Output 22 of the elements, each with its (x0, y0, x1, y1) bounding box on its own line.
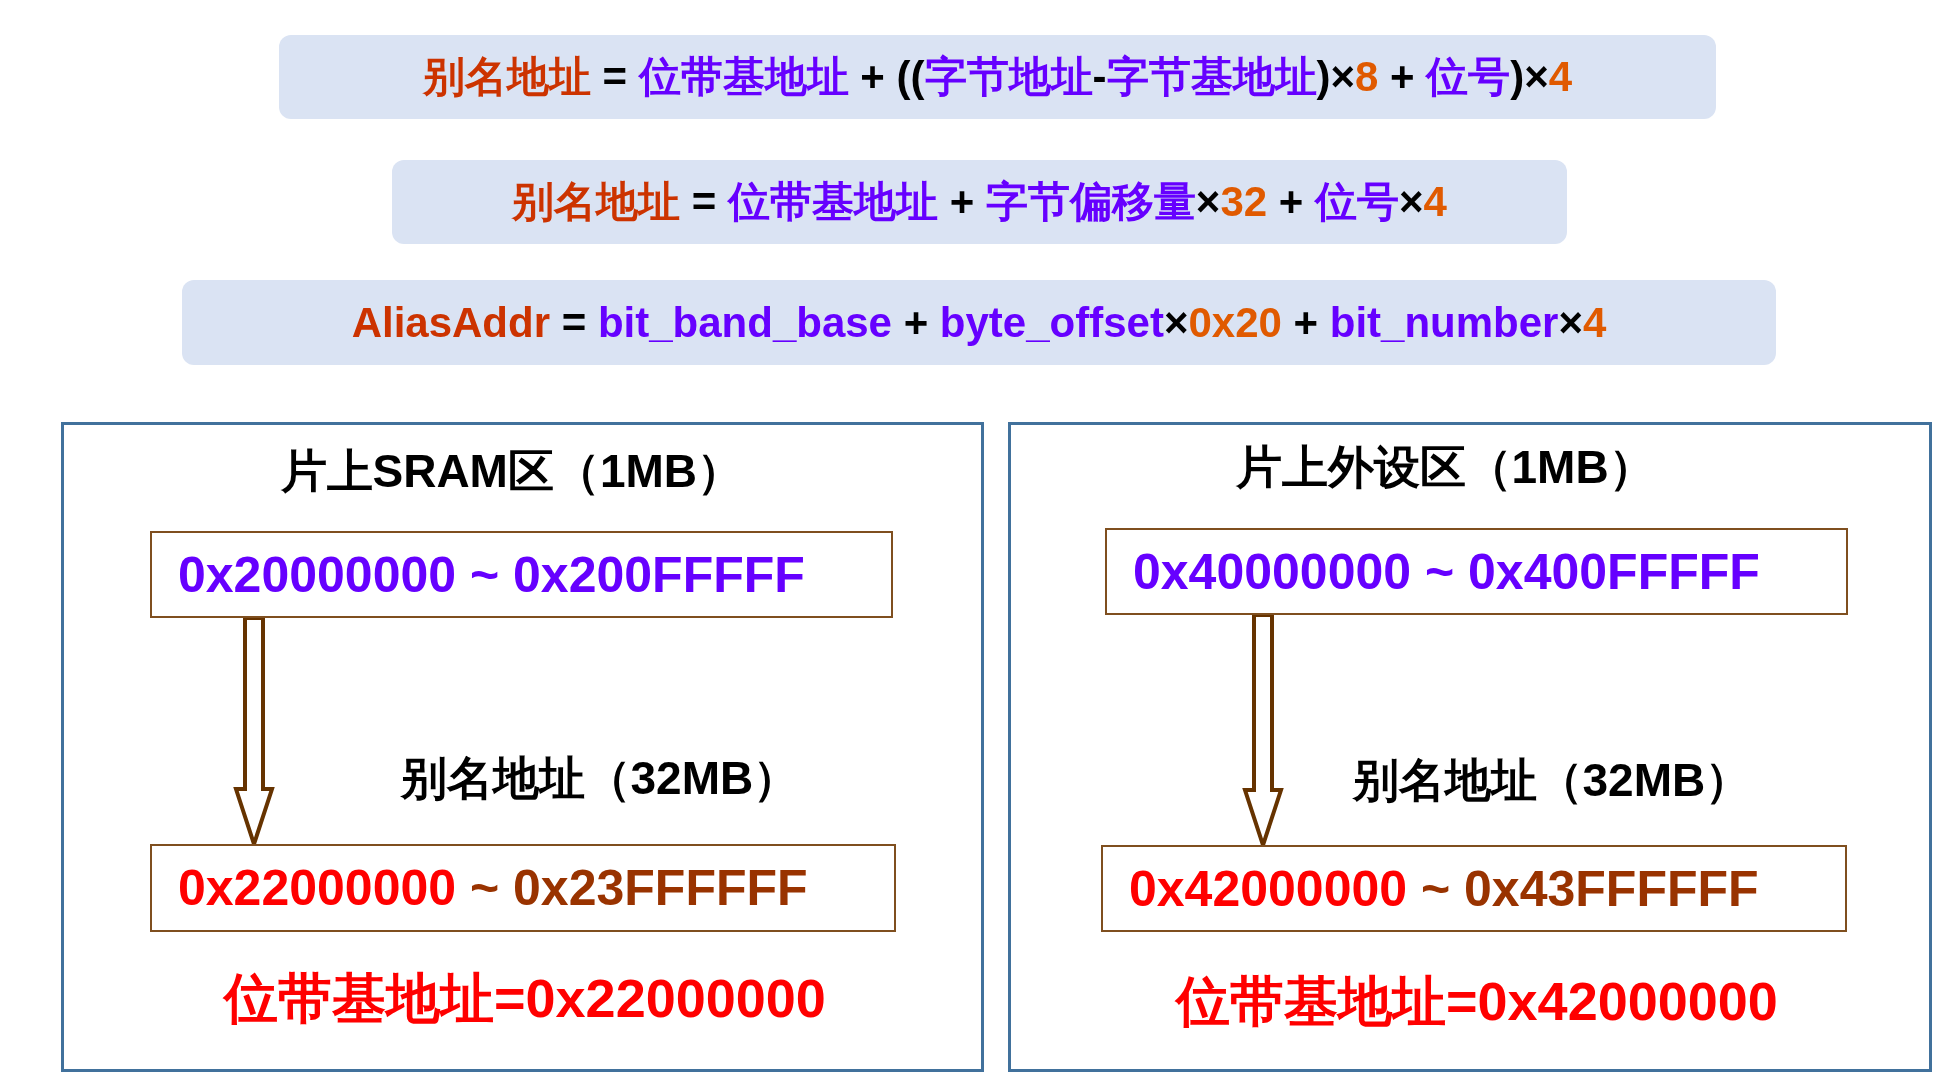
formula-band (392, 160, 1567, 244)
formula-text: 别名地址 = 位带基地址 + ((字节地址-字节基地址)×8 + 位号)×4 (422, 52, 1573, 102)
formula-text: 别名地址 = 位带基地址 + 字节偏移量×32 + 位号×4 (512, 177, 1447, 227)
address-range-box (150, 531, 893, 618)
address-range-text: 0x42000000 ~ 0x43FFFFFF (1129, 859, 1759, 918)
region-heading: 片上SRAM区（1MB） (280, 444, 744, 499)
memory-region-panel (61, 422, 984, 1072)
base-address-text: 位带基地址=0x22000000 (224, 966, 826, 1030)
address-range-box (1101, 845, 1847, 932)
address-range-text: 0x22000000 ~ 0x23FFFFFF (178, 859, 808, 917)
address-range-box (1105, 528, 1848, 615)
address-range-text: 0x20000000 ~ 0x200FFFFF (178, 545, 805, 604)
region-heading: 片上外设区（1MB） (1235, 440, 1655, 495)
formula-band (182, 280, 1776, 365)
address-range-box (150, 844, 896, 932)
formula-text: AliasAddr = bit_band_base + byte_offset×0x20 + bit_number×4 (351, 298, 1607, 347)
region-heading: 别名地址（32MB） (400, 751, 800, 806)
address-range-text: 0x40000000 ~ 0x400FFFFF (1133, 542, 1760, 601)
memory-region-panel (1008, 422, 1932, 1072)
formula-band (279, 35, 1716, 119)
region-heading: 别名地址（32MB） (1352, 753, 1752, 808)
base-address-text: 位带基地址=0x42000000 (1176, 969, 1778, 1033)
